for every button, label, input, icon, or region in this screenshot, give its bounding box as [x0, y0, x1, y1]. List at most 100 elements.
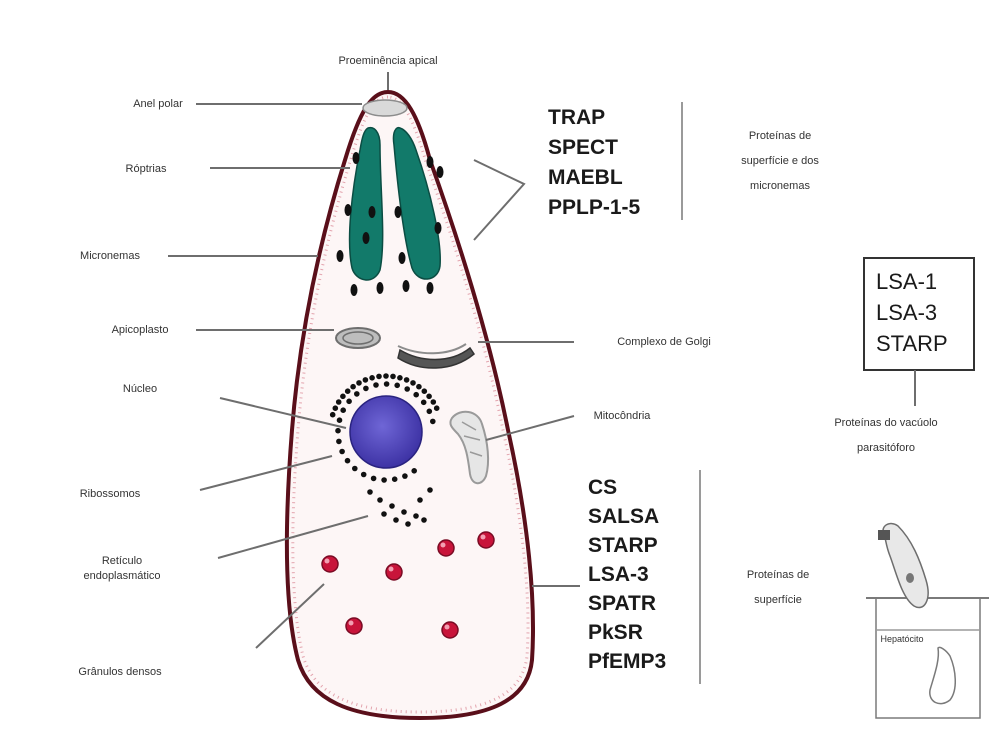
ribosome-dot: [416, 384, 422, 390]
ribosome-dot: [346, 399, 352, 405]
ribosome-dot: [404, 386, 410, 392]
ribosome-dot: [369, 375, 375, 381]
micronemal-protein-group: TRAP SPECT MAEBL PPLP-1-5 Proteínas de s…: [474, 102, 819, 240]
ribosome-dot: [397, 375, 403, 381]
polar-ring: [363, 100, 407, 116]
protein-spect: SPECT: [548, 136, 618, 159]
ribosome-dot: [381, 477, 387, 483]
ribosome-dot: [402, 473, 408, 479]
ribosome-dot: [376, 374, 382, 380]
ribosome-dot: [390, 374, 396, 380]
protein-salsa: SALSA: [588, 505, 659, 528]
surface-protein-group: CS SALSA STARP LSA-3 SPATR PkSR PfEMP3 P…: [532, 470, 809, 684]
ribosome-dot: [363, 377, 369, 383]
protein-lsa3: LSA-3: [588, 563, 649, 586]
apical-prominence-label: Proeminência apical: [338, 55, 437, 67]
rhoptries-label: Róptrias: [126, 163, 167, 175]
ribosome-dot: [352, 466, 358, 472]
er-dot: [367, 489, 373, 495]
ribosome-dot: [350, 384, 356, 390]
protein-pplp: PPLP-1-5: [548, 196, 641, 219]
hepatocyte-box: [876, 598, 980, 718]
micronemal-leader: [474, 160, 524, 240]
ribosome-dot: [330, 412, 336, 418]
micronemal-caption-3: micronemas: [750, 180, 810, 192]
ribosome-dot: [383, 373, 389, 379]
er-dot: [427, 487, 433, 493]
protein-starp: STARP: [588, 534, 658, 557]
protein-spatr: SPATR: [588, 592, 656, 615]
surface-caption-1: Proteínas de: [747, 569, 809, 581]
er-dot: [393, 517, 399, 523]
ribosome-dot: [422, 388, 428, 394]
ribosome-dot: [335, 428, 341, 434]
polar-ring-label: Anel polar: [133, 98, 183, 110]
protein-pfemp3: PfEMP3: [588, 650, 666, 673]
ribosome-dot: [430, 419, 436, 425]
ribosome-dot: [373, 382, 379, 388]
micronemes-label: Micronemas: [80, 250, 140, 262]
ribosome-dot: [410, 380, 416, 386]
protein-lsa1: LSA-1: [876, 269, 937, 294]
ribosome-dot: [340, 407, 346, 413]
ribosome-dot: [361, 472, 367, 478]
er-dot: [417, 497, 423, 503]
ribosomes-label: Ribossomos: [80, 488, 141, 500]
ribosome-dot: [394, 383, 400, 389]
hepatocyte-inset: Hepatócito: [866, 524, 989, 718]
ribosome-dot: [345, 458, 351, 464]
ribosome-dot: [345, 388, 351, 394]
er-dot: [405, 521, 411, 527]
ribosome-dot: [340, 394, 346, 400]
protein-starp-box: STARP: [876, 331, 948, 356]
protein-trap: TRAP: [548, 106, 605, 129]
er-dot: [421, 517, 427, 523]
surface-caption-2: superfície: [754, 594, 802, 606]
mitochondrion-label: Mitocôndria: [594, 410, 652, 422]
vacuole-caption-2: parasitóforo: [857, 442, 915, 454]
protein-maebl: MAEBL: [548, 166, 623, 189]
er-dot: [401, 509, 407, 515]
ribosome-dot: [336, 399, 342, 405]
ribosome-dot: [337, 417, 343, 423]
sporozoite-inset-nucleus: [906, 573, 914, 583]
ribosome-dot: [434, 405, 440, 411]
ribosome-dot: [336, 439, 342, 445]
ribosome-dot: [404, 377, 410, 383]
vacuole-caption-1: Proteínas do vacúolo: [834, 417, 937, 429]
er-dot: [389, 503, 395, 509]
ribosome-dot: [333, 405, 339, 411]
er-label-line2: endoplasmático: [83, 570, 160, 582]
ribosome-dot: [384, 381, 390, 387]
ribosome-dot: [339, 449, 345, 455]
dense-granules-label: Grânulos densos: [78, 666, 162, 678]
ribosome-dot: [356, 380, 362, 386]
micronemal-caption-1: Proteínas de: [749, 130, 811, 142]
ribosome-dot: [392, 476, 398, 482]
ribosome-dot: [426, 394, 432, 400]
apicoplast: [336, 328, 380, 348]
ribosome-dot: [431, 399, 437, 405]
protein-lsa3-box: LSA-3: [876, 300, 937, 325]
micronemal-caption-2: superfície e dos: [741, 155, 819, 167]
ribosome-dot: [354, 391, 360, 397]
protein-pksr: PkSR: [588, 621, 643, 644]
ribosome-dot: [421, 400, 427, 406]
ribosome-dot: [413, 392, 419, 398]
nucleus-label: Núcleo: [123, 383, 157, 395]
ribosome-dot: [411, 468, 417, 474]
golgi-label: Complexo de Golgi: [617, 336, 711, 348]
hepatocyte-label: Hepatócito: [880, 634, 923, 644]
er-dot: [413, 513, 419, 519]
protein-cs: CS: [588, 476, 617, 499]
er-dot: [381, 511, 387, 517]
apicoplast-label: Apicoplasto: [112, 324, 169, 336]
sporozoite-apex: [878, 530, 890, 540]
vacuole-protein-group: LSA-1 LSA-3 STARP Proteínas do vacúolo p…: [834, 258, 974, 454]
ribosome-dot: [363, 386, 369, 392]
ribosome-dot: [427, 409, 433, 415]
nucleus: [350, 396, 422, 468]
ribosome-dot: [371, 476, 377, 482]
